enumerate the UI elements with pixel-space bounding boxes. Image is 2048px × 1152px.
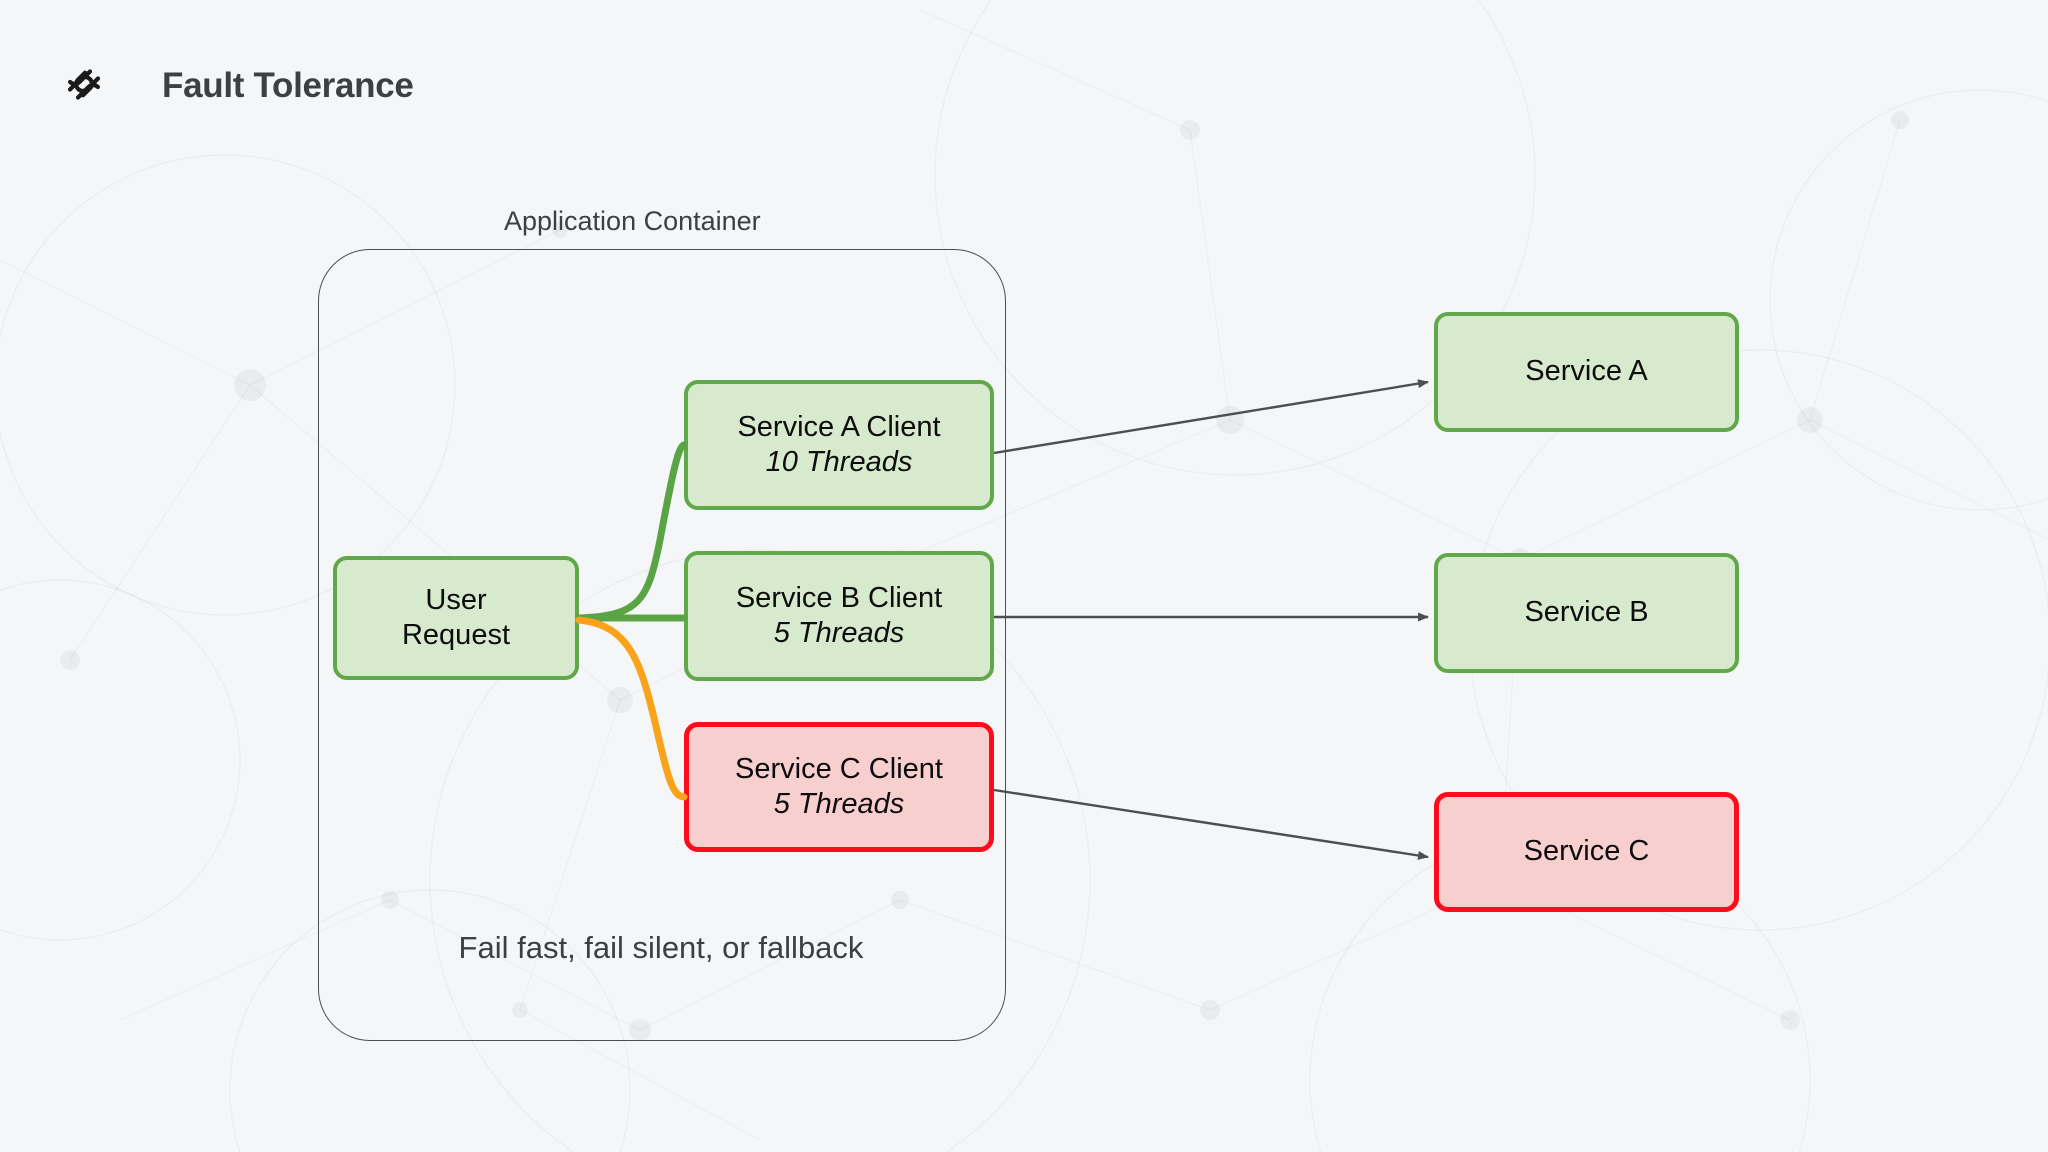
node-service-a[interactable]: Service A (1434, 312, 1739, 432)
page-title: Fault Tolerance (162, 66, 414, 105)
node-service-a-label: Service A (1525, 355, 1648, 388)
node-service-c[interactable]: Service C (1434, 792, 1739, 912)
node-service-a-client-line2: 10 Threads (765, 446, 913, 478)
node-service-b-label: Service B (1524, 596, 1649, 629)
application-container-label: Application Container (504, 206, 761, 236)
node-user-request-line1: User (425, 583, 487, 616)
node-service-a-client-line1: Service A Client (737, 410, 941, 443)
squarespace-logo-icon (67, 69, 101, 100)
node-service-a-client[interactable]: Service A Client 10 Threads (684, 380, 994, 510)
node-service-c-client-line2: 5 Threads (773, 788, 905, 820)
node-service-b[interactable]: Service B (1434, 553, 1739, 673)
application-container-caption: Fail fast, fail silent, or fallback (458, 930, 864, 965)
node-service-b-client[interactable]: Service B Client 5 Threads (684, 551, 994, 681)
node-service-c-client[interactable]: Service C Client 5 Threads (684, 722, 994, 852)
node-service-b-client-line2: 5 Threads (773, 617, 905, 649)
node-service-b-client-line1: Service B Client (735, 581, 943, 614)
node-user-request-line2: Request (401, 619, 510, 651)
node-service-c-label: Service C (1523, 835, 1650, 868)
node-service-c-client-line1: Service C Client (735, 752, 943, 785)
application-container-frame (318, 249, 1006, 1041)
node-user-request[interactable]: User Request (333, 556, 579, 680)
